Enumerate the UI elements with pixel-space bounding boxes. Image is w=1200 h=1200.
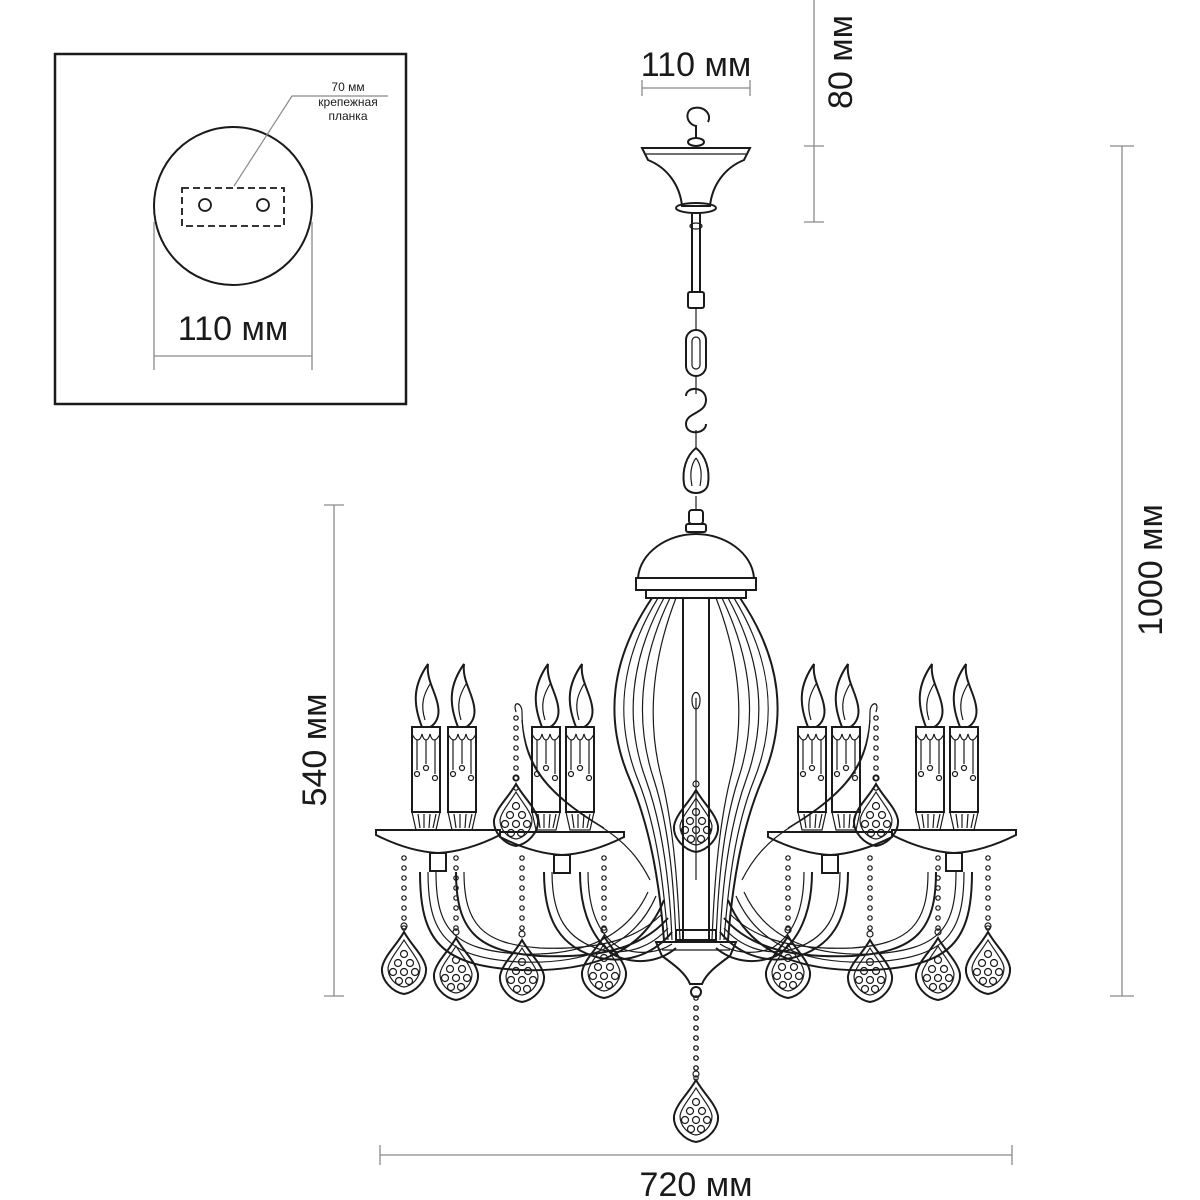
- crystal-drop-bottom: [672, 1070, 720, 1143]
- crystal-drop: [380, 922, 428, 995]
- ceiling-plate-circle: [153, 126, 313, 286]
- crystal-drop: [964, 922, 1012, 995]
- mounting-bar: [181, 187, 285, 227]
- crystal-drop: [580, 926, 628, 999]
- candle-2: [447, 663, 477, 831]
- suspension-chain: [682, 213, 710, 533]
- crystal-drop: [432, 928, 480, 1001]
- dimension-lines: 110 мм 80 мм 1000 мм 540 мм 720 мм: [296, 0, 1170, 1200]
- crystal-drop: [914, 928, 962, 1001]
- ceiling-plate-inset: 70 мм крепежная планка 110 мм: [53, 52, 408, 406]
- screw-hole-right: [256, 198, 270, 212]
- chandelier-drawing: [375, 106, 1017, 1143]
- crystal-drop: [846, 930, 894, 1003]
- total-height-label: 1000 мм: [1132, 504, 1170, 636]
- total-width-label: 720 мм: [640, 1166, 753, 1200]
- central-column: [635, 532, 757, 998]
- arms-left: [419, 703, 677, 972]
- crystal-drop: [764, 926, 812, 999]
- plate-note-line1: крепежная: [318, 95, 377, 109]
- candle-7: [915, 663, 945, 831]
- inset-frame: [53, 52, 408, 406]
- candle-6: [831, 663, 861, 831]
- plate-note-line2: планка: [329, 109, 368, 123]
- candle-8: [949, 663, 979, 831]
- inset-diameter-label: 110 мм: [178, 310, 288, 348]
- plate-note-leader: [233, 95, 388, 187]
- canopy-width-label: 110 мм: [641, 46, 751, 84]
- screw-hole-left: [198, 198, 212, 212]
- candles: [411, 663, 979, 831]
- cage-ribs: [613, 597, 779, 941]
- crystal-drop: [498, 930, 546, 1003]
- candle-3: [531, 663, 561, 831]
- candle-1: [411, 663, 441, 831]
- arms-right: [715, 703, 973, 972]
- ceiling-canopy: [640, 106, 752, 214]
- canopy-height-label: 80 мм: [822, 15, 860, 109]
- plate-note-size: 70 мм: [331, 80, 364, 94]
- body-height-label: 540 мм: [296, 694, 334, 807]
